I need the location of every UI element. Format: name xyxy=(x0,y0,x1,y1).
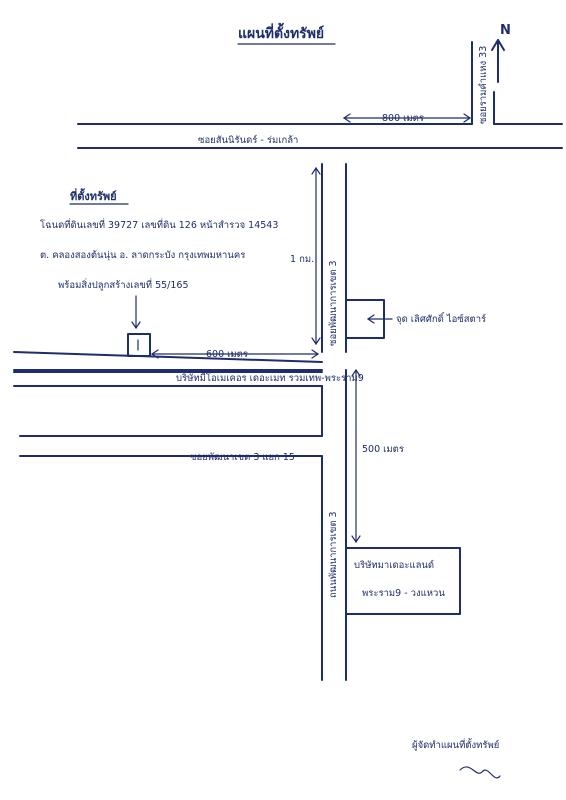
distance-500-label: 500 เมตร xyxy=(362,444,404,455)
distance-600-label: 600 เมตร xyxy=(206,349,248,360)
signature-mark xyxy=(459,766,501,779)
road-main-vertical xyxy=(321,163,347,681)
property-location-line: ต. คลองสองต้นนุ่น อ. ลาดกระบัง กรุงเทพมห… xyxy=(40,250,245,261)
distance-500-marker xyxy=(351,368,361,544)
project-box-title: บริษัทมาเดอะแลนด์ xyxy=(354,559,434,571)
road-label-project: บริษัทมีโอเมเคอร เดอะเมท รวมเทพ-พระราม9 xyxy=(176,372,364,384)
distance-600-marker xyxy=(150,349,320,359)
property-plot-marker xyxy=(127,333,151,357)
project-box xyxy=(345,547,461,615)
distance-1km-label: 1 กม. xyxy=(290,254,314,265)
property-deed-line: โฉนดที่ดินเลขที่ 39727 เลขที่ดิน 126 หน้… xyxy=(40,218,278,231)
road-ramkhamhaeng-33 xyxy=(471,41,563,125)
road-label-vertical-upper: ซอยพัฒนาการเขต 3 xyxy=(328,260,339,346)
property-heading: ที่ตั้งทรัพย์ xyxy=(70,188,117,203)
property-pointer-arrow xyxy=(131,295,141,330)
road-label-lower: ซอยพัฒนาเขต 3 แยก 15 xyxy=(190,452,295,463)
signature-caption: ผู้จัดทำแผนที่ตั้งทรัพย์ xyxy=(412,738,499,751)
landmark-label: จุด เลิศศักดิ์ ไอซ์สตาร์ xyxy=(396,311,486,325)
north-label: N xyxy=(500,23,511,38)
road-plot xyxy=(13,351,323,371)
distance-800-label: 800 เมตร xyxy=(382,113,424,124)
distance-800-marker xyxy=(342,113,472,123)
road-project xyxy=(13,371,323,387)
landmark-pointer-arrow xyxy=(366,314,393,324)
road-lower xyxy=(19,435,323,457)
road-label-ramkhamhaeng-33: ซอยรามคำแหง 33 xyxy=(478,46,489,124)
road-label-vertical-lower: ถนนพัฒนาการเขต 3 xyxy=(328,511,339,598)
road-top xyxy=(77,123,563,149)
distance-1km-marker xyxy=(311,166,321,346)
road-label-top: ซอยสันนิรันดร์ - ร่มเกล้า xyxy=(198,134,298,146)
property-building-line: พร้อมสิ่งปลูกสร้างเลขที่ 55/165 xyxy=(58,278,189,291)
north-arrow-icon xyxy=(491,39,505,83)
project-box-subtitle: พระราม9 - วงแหวน xyxy=(362,588,445,599)
map-title: แผนที่ตั้งทรัพย์ xyxy=(238,22,324,42)
